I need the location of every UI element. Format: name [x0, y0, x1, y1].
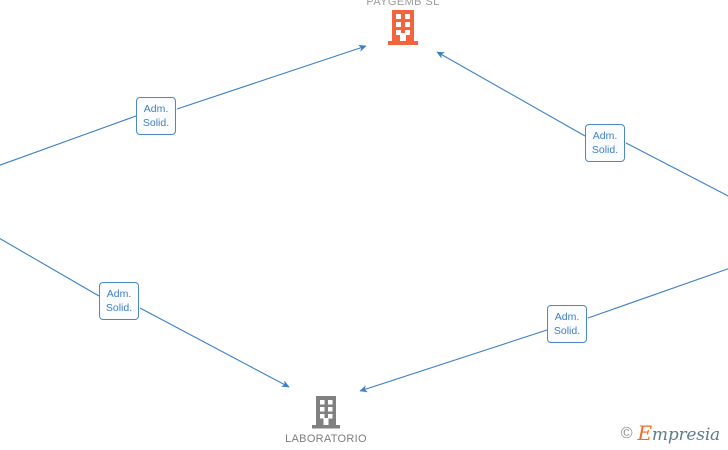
node-top-title: PAYGEMB SL — [366, 0, 440, 8]
node-bottom-title: LABORATORIO — [285, 433, 367, 445]
brand-initial: E — [637, 421, 653, 445]
edge-label-line-1: Adm. — [106, 288, 132, 300]
edge-line-top-right — [625, 142, 728, 197]
edge-label-line-1: Adm. — [554, 311, 580, 323]
edge-label-line-2: Solid. — [105, 302, 133, 314]
edge-label-bottom-right[interactable]: Adm. Solid. — [547, 305, 587, 343]
edge-label-line-1: Adm. — [143, 103, 169, 115]
edge-line-top-right-arrow — [436, 51, 586, 137]
edge-line-bottom-left-arrow — [139, 307, 290, 388]
building-icon — [312, 396, 340, 429]
node-top-company[interactable]: PAYGEMB SL — [323, 0, 483, 46]
edge-label-top-right[interactable]: Adm. Solid. — [585, 124, 625, 162]
building-icon — [388, 10, 418, 45]
edge-line-bottom-right-arrow — [359, 329, 548, 393]
edge-line-top-left-arrow — [176, 44, 367, 110]
edge-label-line-2: Solid. — [553, 325, 581, 337]
edge-label-line-1: Adm. — [592, 130, 618, 142]
edge-label-line-2: Solid. — [591, 144, 619, 156]
edge-label-top-left[interactable]: Adm. Solid. — [136, 97, 176, 135]
edge-label-line-2: Solid. — [142, 117, 170, 129]
brand-rest: mpresia — [651, 425, 720, 445]
copyright-icon: © — [620, 424, 633, 442]
edge-label-bottom-left[interactable]: Adm. Solid. — [99, 282, 139, 320]
edge-line-bottom-right — [587, 268, 728, 319]
edge-line-top-left — [0, 115, 137, 166]
edge-line-bottom-left — [0, 237, 100, 297]
brand-logo: Empresia — [638, 423, 721, 444]
watermark: © Empresia — [621, 423, 720, 444]
node-bottom-company[interactable]: LABORATORIO — [246, 396, 406, 445]
